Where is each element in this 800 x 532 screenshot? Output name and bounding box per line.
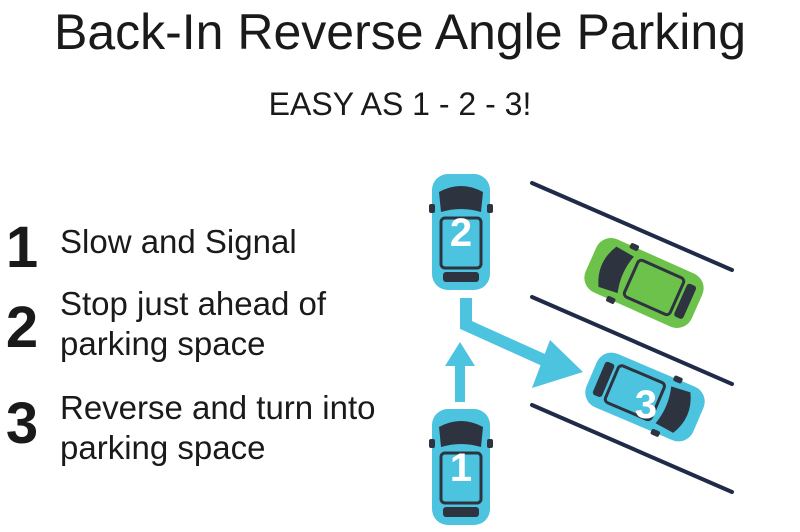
car-1: 1 xyxy=(427,407,495,527)
path-arrows xyxy=(445,298,583,402)
parking-diagram: 2 1 3 xyxy=(427,172,734,527)
car-1-label: 1 xyxy=(450,446,472,490)
car-2-label: 2 xyxy=(450,211,472,255)
up-arrow-shaft xyxy=(455,362,465,402)
car-2: 2 xyxy=(427,172,495,292)
step-2-text: Stop just ahead of parking space xyxy=(60,285,327,362)
page-subtitle: EASY AS 1 - 2 - 3! xyxy=(268,86,532,122)
step-3-number: 3 xyxy=(5,391,39,456)
up-arrow-head xyxy=(445,342,475,366)
step-3-text: Reverse and turn into parking space xyxy=(60,389,376,466)
step-1-number: 1 xyxy=(5,215,39,280)
reverse-arrow-shaft xyxy=(460,298,551,368)
reverse-arrow-head xyxy=(532,340,583,388)
car-green-body xyxy=(576,228,712,338)
step-1-text: Slow and Signal xyxy=(60,223,297,260)
step-2-number: 2 xyxy=(5,295,39,360)
car-3-label: 3 xyxy=(635,383,657,427)
stall-line-2 xyxy=(530,295,734,386)
stall-lines xyxy=(530,181,734,494)
page-title: Back-In Reverse Angle Parking xyxy=(53,4,747,60)
car-parked-green xyxy=(576,228,712,338)
stall-line-3 xyxy=(530,403,734,494)
stall-line-1 xyxy=(530,181,734,272)
